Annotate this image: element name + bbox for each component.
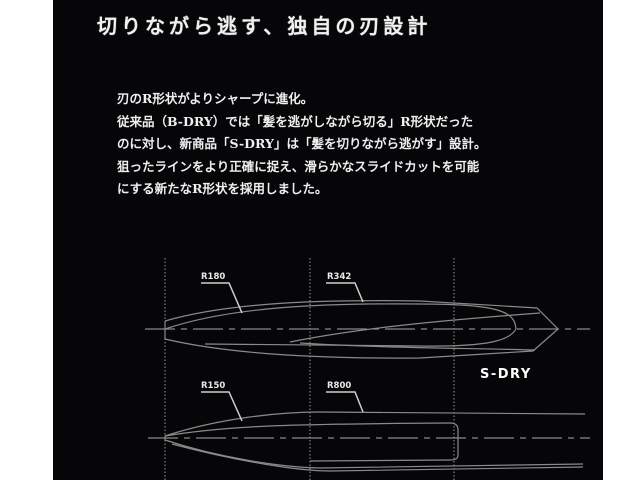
bottom-blade-outline [148,411,590,472]
description-line: にする新たなR形状を採用しました。 [117,181,328,196]
description-line: 従来品（B-DRY）では「髪を逃がしながら切る」R形状だった [117,113,474,129]
description-line: 狙ったラインをより正確に捉え、滑らかなスライドカットを可能 [117,158,480,174]
radius-label: R180 [201,272,226,282]
product-label: S-DRY [480,367,532,382]
radius-label: R150 [201,381,226,391]
top-blade-outline [145,300,590,359]
description-line: のに対し、新商品「S-DRY」は「髪を切りながら逃がす」設計。 [117,136,487,151]
radius-label: R342 [327,272,352,282]
description-line: 刃のR形状がよりシャープに進化。 [117,91,314,106]
page-title: 切りながら逃す、独自の刃設計 [97,14,432,38]
description: 刃のR形状がよりシャープに進化。 従来品（B-DRY）では「髪を逃がしながら切る… [117,88,486,201]
top-leaders [201,282,364,314]
guide-lines [164,258,455,480]
radius-label: R800 [327,381,352,391]
content-panel: 切りながら逃す、独自の刃設計 刃のR形状がよりシャープに進化。 従来品（B-DR… [53,0,603,480]
bottom-leaders [201,391,364,422]
